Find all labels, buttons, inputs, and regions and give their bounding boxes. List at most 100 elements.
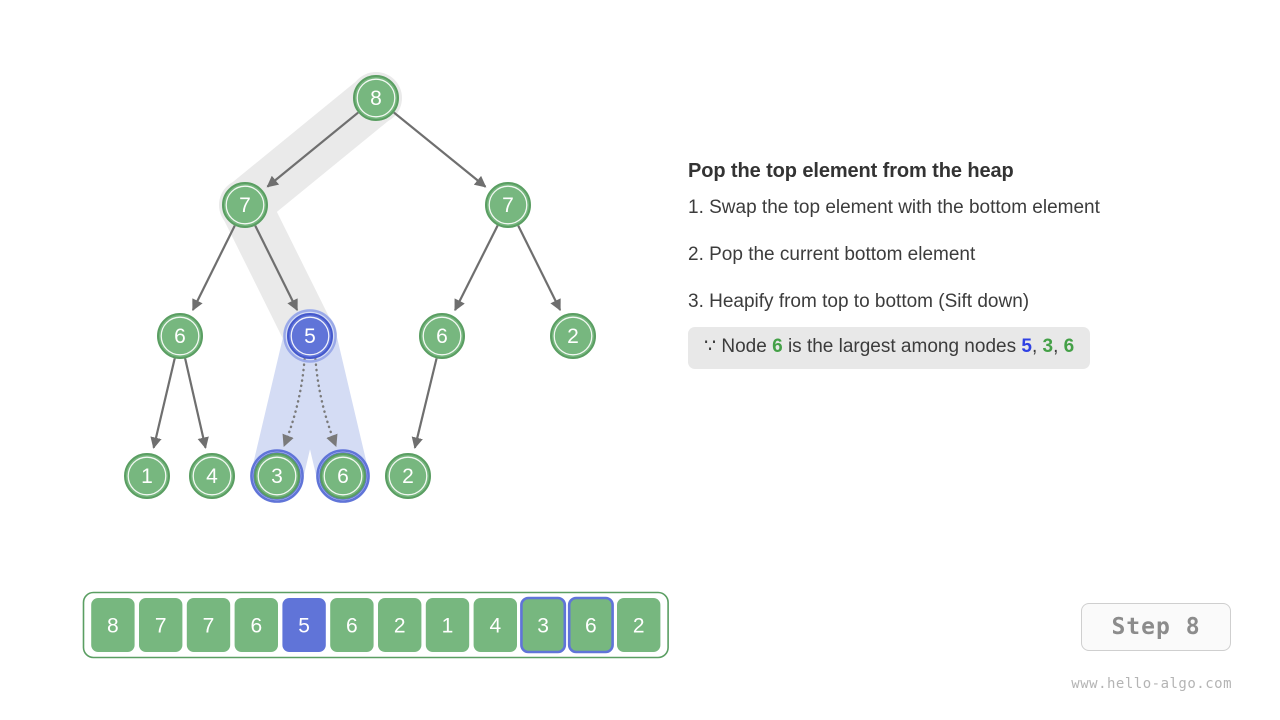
node-value: 3 — [271, 465, 283, 488]
node-value: 2 — [402, 465, 414, 488]
array-cell-box — [567, 596, 614, 654]
tree-edge — [411, 358, 438, 449]
array-cell-value: 2 — [633, 615, 645, 638]
active-outer-ring — [283, 309, 337, 363]
tree-edge — [454, 225, 499, 312]
node-circle — [385, 453, 431, 499]
reason-compared-values: 5, 3, 6 — [1021, 336, 1074, 357]
array-cell-box — [617, 598, 661, 652]
reason-separator: , — [1031, 336, 1043, 358]
array-cell-box — [139, 598, 183, 652]
tree-node[interactable]: 8 — [353, 75, 399, 121]
tree-node[interactable]: 3 — [254, 453, 300, 499]
reason-callout: ∵ Node 6 is the largest among nodes 5, 3… — [688, 327, 1091, 370]
array-cell-value: 6 — [585, 615, 597, 638]
tree-nodes: 8 7 7 6 5 6 2 1 4 3 6 2 — [124, 75, 596, 499]
node-inner-ring — [553, 316, 593, 356]
heap-tree-diagram: 8 7 7 6 5 6 2 1 4 3 6 2 — [124, 72, 596, 503]
node-inner-ring — [127, 456, 167, 496]
array-cell[interactable]: 7 — [186, 598, 231, 652]
node-circle — [550, 313, 596, 359]
node-circle — [222, 182, 268, 228]
step-badge: Step 8 — [1081, 603, 1231, 651]
reason-middle: is the largest among nodes — [787, 336, 1017, 358]
tree-edge — [191, 225, 236, 312]
node-inner-ring — [356, 78, 396, 118]
tree-node[interactable]: 5 — [287, 313, 333, 359]
because-symbol: ∵ — [704, 336, 717, 358]
array-cell[interactable]: 6 — [234, 598, 278, 652]
array-cell[interactable]: 5 — [282, 598, 326, 652]
array-cell[interactable]: 6 — [330, 598, 374, 652]
node-inner-ring — [488, 185, 528, 225]
node-circle — [254, 453, 300, 499]
node-value: 7 — [239, 194, 251, 217]
step-1-text: 1. Swap the top element with the bottom … — [688, 197, 1100, 218]
array-cell-value: 6 — [346, 615, 358, 638]
array-cell-value: 6 — [250, 615, 262, 638]
node-circle — [287, 313, 333, 359]
tree-node[interactable]: 4 — [189, 453, 235, 499]
array-cell-value: 3 — [537, 615, 549, 638]
array-cell[interactable]: 7 — [139, 598, 183, 652]
node-value: 5 — [304, 325, 316, 348]
tree-edges — [150, 111, 562, 449]
tree-node[interactable]: 6 — [320, 453, 366, 499]
array-cell-box — [91, 598, 135, 652]
node-value: 2 — [567, 325, 579, 348]
node-inner-ring — [290, 316, 330, 356]
tree-node[interactable]: 2 — [550, 313, 596, 359]
array-cell[interactable]: 8 — [91, 598, 135, 652]
tree-node[interactable]: 7 — [485, 182, 531, 228]
array-cell-box — [330, 598, 374, 652]
array-cell[interactable]: 1 — [425, 598, 470, 652]
node-inner-ring — [225, 185, 265, 225]
tree-node[interactable]: 7 — [222, 182, 268, 228]
node-value: 6 — [436, 325, 448, 348]
array-cell-box — [473, 598, 517, 652]
tree-node[interactable]: 6 — [157, 313, 203, 359]
tree-node[interactable]: 6 — [419, 313, 465, 359]
tree-edge — [254, 225, 299, 312]
array-cell-value: 2 — [394, 615, 406, 638]
node-value: 4 — [206, 465, 218, 488]
array-cell[interactable]: 6 — [567, 596, 614, 654]
node-circle — [189, 453, 235, 499]
node-value: 6 — [337, 465, 349, 488]
reason-separator: , — [1053, 336, 1064, 358]
array-cell-box — [520, 596, 567, 654]
reason-prefix: Node — [721, 336, 767, 358]
tree-edge — [517, 225, 562, 312]
array-cell-box — [186, 598, 231, 652]
array-cell[interactable]: 2 — [378, 598, 422, 652]
array-cell[interactable]: 3 — [520, 596, 567, 654]
tree-edge — [393, 111, 487, 188]
node-circle — [157, 313, 203, 359]
node-value: 7 — [502, 194, 514, 217]
array-cell-value: 7 — [155, 615, 167, 638]
node-circle — [419, 313, 465, 359]
array-cell-box — [378, 598, 422, 652]
page-title: Pop the top element from the heap — [688, 160, 1014, 182]
array-cell[interactable]: 2 — [617, 598, 661, 652]
node-value: 8 — [370, 87, 382, 110]
array-cell-box — [282, 598, 326, 652]
node-inner-ring — [160, 316, 200, 356]
compare-edge — [314, 358, 338, 448]
array-cell-value: 5 — [298, 615, 310, 638]
reason-target-value: 6 — [772, 336, 783, 358]
node-circle — [124, 453, 170, 499]
compare-edge — [282, 358, 306, 448]
tree-edge — [150, 358, 176, 449]
node-circle — [485, 182, 531, 228]
reason-compared-value: 5 — [1021, 336, 1032, 358]
array-cell[interactable]: 4 — [473, 598, 517, 652]
tree-node[interactable]: 2 — [385, 453, 431, 499]
step-3-text: 3. Heapify from top to bottom (Sift down… — [688, 290, 1030, 312]
tree-node[interactable]: 1 — [124, 453, 170, 499]
tree-edge — [184, 358, 209, 449]
array-cell-box — [234, 598, 278, 652]
node-circle — [353, 75, 399, 121]
